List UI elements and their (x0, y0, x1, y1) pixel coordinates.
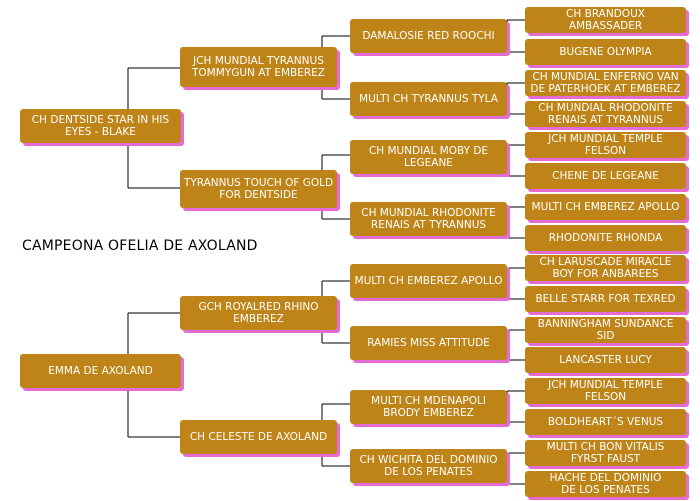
pedigree-sds[interactable]: CH MUNDIAL MOBY DE LEGEANE (350, 140, 507, 174)
pedigree-ssdd[interactable]: CH MUNDIAL RHODONITE RENAIS AT TYRANNUS (525, 101, 686, 127)
pedigree-dss[interactable]: MULTI CH EMBEREZ APOLLO (350, 264, 507, 298)
pedigree-ddss[interactable]: JCH MUNDIAL TEMPLE FELSON (525, 378, 686, 404)
pedigree-sdds[interactable]: MULTI CH EMBEREZ APOLLO (525, 194, 686, 220)
pedigree-dsd[interactable]: RAMIES MISS ATTITUDE (350, 326, 507, 360)
pedigree-ddds[interactable]: MULTI CH BON VITALIS FYRST FAUST (525, 440, 686, 466)
pedigree-dsds[interactable]: BANNINGHAM SUNDANCE SID (525, 317, 686, 343)
pedigree-sddd[interactable]: RHODONITE RHONDA (525, 225, 686, 251)
pedigree-sdd[interactable]: CH MUNDIAL RHODONITE RENAIS AT TYRANNUS (350, 202, 507, 236)
pedigree-sdsd[interactable]: CHENE DE LEGEANE (525, 163, 686, 189)
pedigree-sss[interactable]: DAMALOSIE RED ROOCHI (350, 19, 507, 53)
pedigree-dam-sire[interactable]: GCH ROYALRED RHINO EMBEREZ (180, 296, 337, 330)
pedigree-sire-sire[interactable]: JCH MUNDIAL TYRANNUS TOMMYGUN AT EMBEREZ (180, 47, 337, 87)
pedigree-dsss[interactable]: CH LARUSCADE MIRACLE BOY FOR ANBAREES (525, 255, 686, 281)
pedigree-dddd[interactable]: HACHE DEL DOMINIO DE LOS PENATES (525, 471, 686, 497)
pedigree-sssd[interactable]: BUGENE OLYMPIA (525, 39, 686, 65)
page-title: CAMPEONA OFELIA DE AXOLAND (22, 238, 258, 254)
pedigree-dam[interactable]: EMMA DE AXOLAND (20, 354, 181, 388)
pedigree-sire[interactable]: CH DENTSIDE STAR IN HIS EYES - BLAKE (20, 109, 181, 143)
pedigree-ssss[interactable]: CH BRANDOUX AMBASSADER (525, 7, 686, 33)
pedigree-dds[interactable]: MULTI CH MDENAPOLI BRODY EMBEREZ (350, 390, 507, 424)
pedigree-sdss[interactable]: JCH MUNDIAL TEMPLE FELSON (525, 132, 686, 158)
pedigree-ssd[interactable]: MULTI CH TYRANNUS TYLA (350, 82, 507, 116)
pedigree-dssd[interactable]: BELLE STARR FOR TEXRED (525, 286, 686, 312)
pedigree-sire-dam[interactable]: TYRANNUS TOUCH OF GOLD FOR DENTSIDE (180, 170, 337, 208)
pedigree-ssds[interactable]: CH MUNDIAL ENFERNO VAN DE PATERHOEK AT E… (525, 70, 686, 96)
pedigree-dsdd[interactable]: LANCASTER LUCY (525, 347, 686, 373)
pedigree-ddsd[interactable]: BOLDHEART´S VENUS (525, 409, 686, 435)
pedigree-ddd[interactable]: CH WICHITA DEL DOMINIO DE LOS PENATES (350, 449, 507, 483)
pedigree-dam-dam[interactable]: CH CELESTE DE AXOLAND (180, 420, 337, 454)
